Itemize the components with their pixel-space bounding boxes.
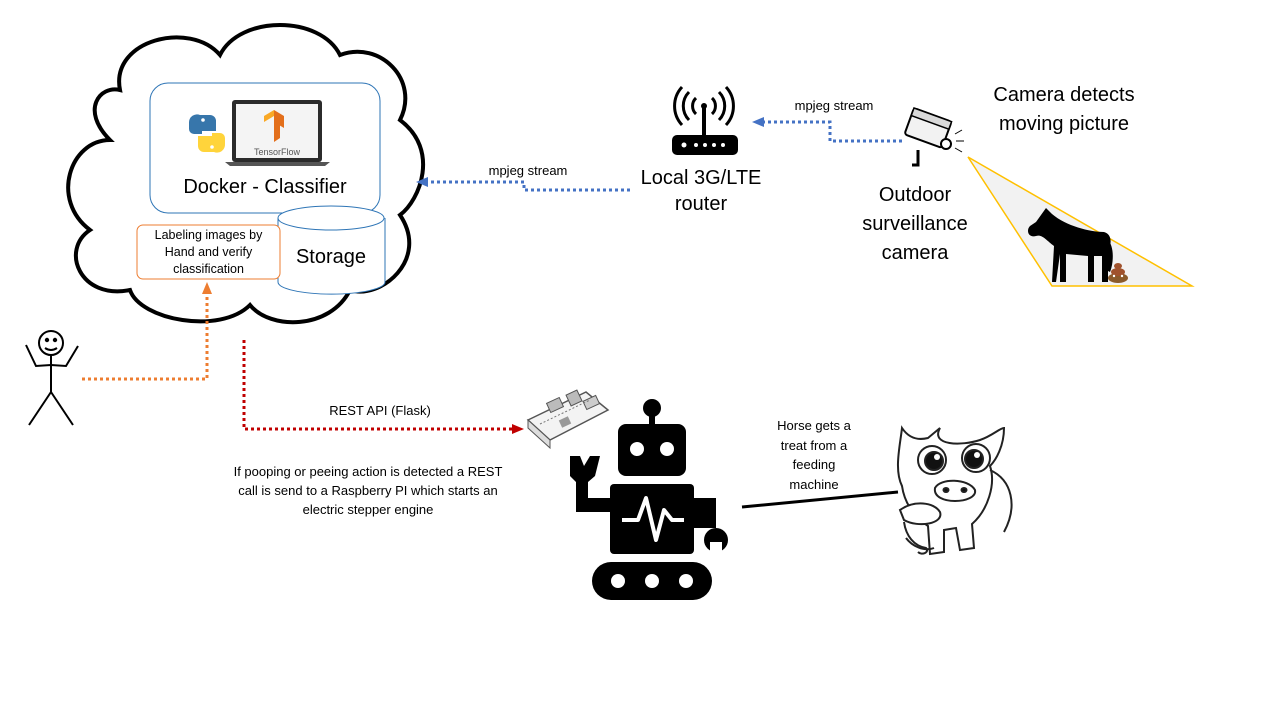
router-label: Local 3G/LTE router <box>620 165 782 217</box>
router-to-docker-label: mpjeg stream <box>488 163 568 178</box>
tensorflow-laptop-icon: TensorFlow <box>225 100 330 166</box>
action-note-line-1: If pooping or peeing action is detected … <box>233 464 503 479</box>
camera-label-line-1: Outdoor <box>878 184 952 206</box>
action-note-line-3: electric stepper engine <box>302 502 434 517</box>
python-logo-icon <box>188 114 226 153</box>
horse-note-line-3: feeding <box>792 457 836 472</box>
surveillance-camera-icon <box>904 107 964 167</box>
action-note-line-2: call is send to a Raspberry PI which sta… <box>238 483 498 498</box>
poop-icon <box>1108 263 1128 283</box>
horse-note-line-1: Horse gets a <box>777 418 851 433</box>
robot-icon <box>570 399 728 600</box>
router-to-docker-arrow <box>426 180 630 192</box>
storage-label: Storage <box>295 246 367 268</box>
horse-note: Horse gets a treat from a feeding machin… <box>764 416 864 494</box>
labeling-line-2: Hand and verify <box>164 245 253 259</box>
robot-to-horse-line <box>741 490 899 509</box>
horse-cartoon-icon <box>896 425 1013 556</box>
action-note: If pooping or peeing action is detected … <box>222 462 514 519</box>
camera-to-router-arrow <box>764 120 902 143</box>
user-to-labeling-arrow <box>82 292 209 381</box>
horse-note-line-2: treat from a <box>780 437 848 453</box>
stick-figure-user <box>25 330 79 426</box>
labeling-box <box>136 224 281 280</box>
camera-label: Outdoor surveillance camera <box>840 181 990 268</box>
raspberry-pi-icon <box>526 389 610 450</box>
camera-view-cone <box>967 156 1195 287</box>
camera-detects-label: Camera detects moving picture <box>974 81 1154 139</box>
camera-detects-line-2: moving picture <box>998 113 1130 135</box>
labeling-text: Labeling images by Hand and verify class… <box>137 227 280 278</box>
tensorflow-logo-text: TensorFlow <box>254 147 301 157</box>
horse-icon <box>1028 208 1113 282</box>
camera-detects-line-1: Camera detects <box>993 84 1135 106</box>
camera-label-line-3: camera <box>881 242 949 264</box>
horse-note-line-4: machine <box>789 476 839 492</box>
router-label-line-2: router <box>674 193 728 215</box>
rest-api-label: REST API (Flask) <box>329 403 431 418</box>
labeling-line-1: Labeling images by <box>154 228 263 242</box>
camera-to-router-label: mpjeg stream <box>794 98 874 113</box>
router-label-line-1: Local 3G/LTE <box>640 167 762 189</box>
docker-title: Docker - Classifier <box>183 176 347 198</box>
camera-label-line-2: surveillance <box>862 213 968 235</box>
router-icon <box>672 85 738 155</box>
labeling-line-3: classification <box>173 262 244 276</box>
storage-cylinder <box>277 205 386 295</box>
